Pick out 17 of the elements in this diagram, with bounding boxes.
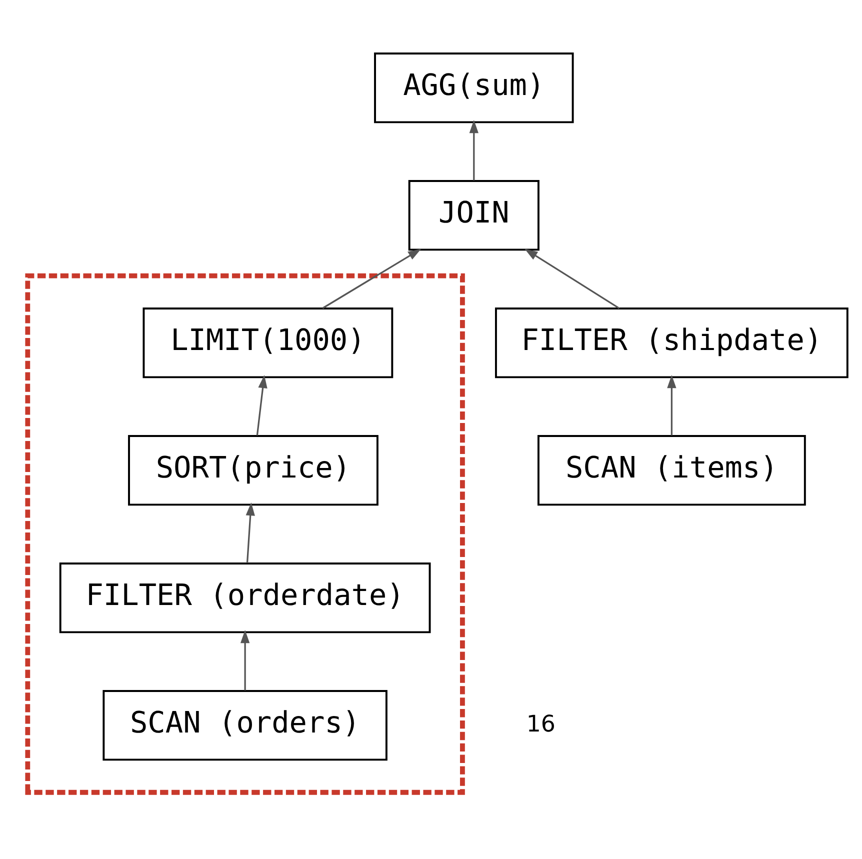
arrow [524,248,620,309]
arrow [246,502,255,563]
node-box: AGG(sum) [374,52,574,124]
node-box: SCAN (items) [538,435,806,506]
node-box: FILTER (orderdate) [59,562,431,634]
arrow [256,375,268,436]
cluster [25,273,465,795]
arrow [469,120,478,180]
node-box: SORT(price) [128,435,378,506]
arrow [240,630,250,690]
label: 16 [526,711,556,738]
arrow [322,248,422,309]
node-box: LIMIT(1000) [142,308,394,378]
node-box: SCAN (orders) [102,690,388,761]
node-box: JOIN [408,180,540,251]
arrow [667,374,676,436]
node-box: FILTER (shipdate) [495,308,848,378]
